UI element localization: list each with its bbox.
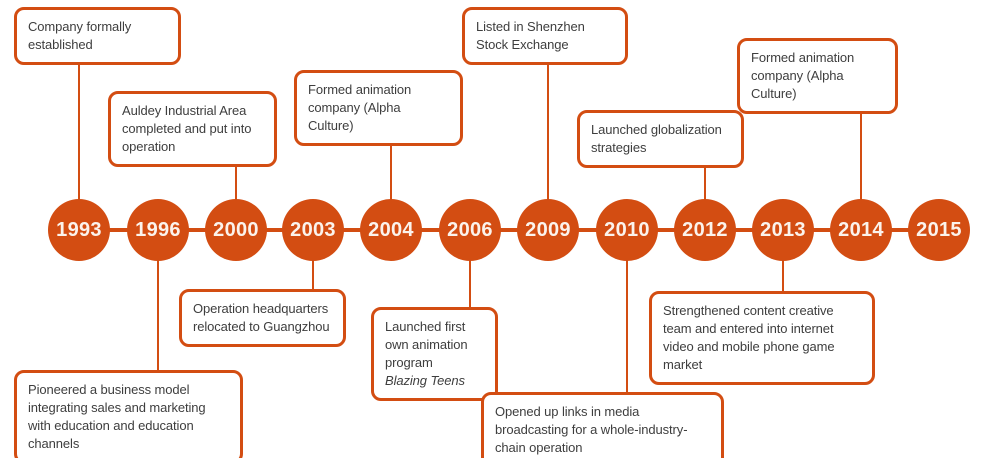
node-2006: 2006 <box>439 199 501 261</box>
timeline-axis-line <box>79 228 939 232</box>
year-label-2013: 2013 <box>760 218 806 241</box>
connector-1993 <box>78 30 80 230</box>
connector-1996 <box>157 230 159 380</box>
year-label-1993: 1993 <box>56 218 102 241</box>
node-1993: 1993 <box>48 199 110 261</box>
year-label-2015: 2015 <box>916 218 962 241</box>
callout-2014: Formed animation company (Alpha Culture) <box>737 38 898 114</box>
connector-2013 <box>782 230 784 301</box>
year-label-2010: 2010 <box>604 218 650 241</box>
year-label-2012: 2012 <box>682 218 728 241</box>
callout-2006-program-title: Blazing Teens <box>385 373 465 388</box>
year-label-2000: 2000 <box>213 218 259 241</box>
node-2013: 2013 <box>752 199 814 261</box>
node-2014: 2014 <box>830 199 892 261</box>
node-2004: 2004 <box>360 199 422 261</box>
callout-1996-text: Pioneered a business model integrating s… <box>28 382 206 451</box>
connector-2003 <box>312 230 314 300</box>
callout-2009-text: Listed in Shenzhen Stock Exchange <box>476 19 585 52</box>
connector-2010 <box>626 230 628 402</box>
node-2010: 2010 <box>596 199 658 261</box>
year-label-1996: 1996 <box>135 218 181 241</box>
callout-2000: Auldey Industrial Area completed and put… <box>108 91 277 167</box>
callout-2009: Listed in Shenzhen Stock Exchange <box>462 7 628 65</box>
year-label-2004: 2004 <box>368 218 414 241</box>
node-2012: 2012 <box>674 199 736 261</box>
connector-2006 <box>469 230 471 317</box>
callout-2012-text: Launched globalization strategies <box>591 122 722 155</box>
callout-2006-text: Launched first own animation program <box>385 319 468 370</box>
connector-2000 <box>235 110 237 230</box>
node-2015: 2015 <box>908 199 970 261</box>
node-2003: 2003 <box>282 199 344 261</box>
callout-1993-text: Company formally established <box>28 19 132 52</box>
year-label-2006: 2006 <box>447 218 493 241</box>
node-2009: 2009 <box>517 199 579 261</box>
callout-2003-text: Operation headquarters relocated to Guan… <box>193 301 330 334</box>
connector-2014 <box>860 60 862 230</box>
year-label-2009: 2009 <box>525 218 571 241</box>
callout-2010: Opened up links in media broadcasting fo… <box>481 392 724 458</box>
year-label-2003: 2003 <box>290 218 336 241</box>
node-1996: 1996 <box>127 199 189 261</box>
node-2000: 2000 <box>205 199 267 261</box>
callout-2014-text: Formed animation company (Alpha Culture) <box>751 50 855 101</box>
callout-2000-text: Auldey Industrial Area completed and put… <box>122 103 252 154</box>
callout-2004-text: Formed animation company (Alpha Culture) <box>308 82 412 133</box>
callout-2006: Launched first own animation program Bla… <box>371 307 498 401</box>
connector-2004 <box>390 90 392 230</box>
connector-2012 <box>704 130 706 230</box>
callout-1996: Pioneered a business model integrating s… <box>14 370 243 458</box>
callout-2003: Operation headquarters relocated to Guan… <box>179 289 346 347</box>
callout-2004: Formed animation company (Alpha Culture) <box>294 70 463 146</box>
callout-2010-text: Opened up links in media broadcasting fo… <box>495 404 688 455</box>
callout-1993: Company formally established <box>14 7 181 65</box>
callout-2012: Launched globalization strategies <box>577 110 744 168</box>
year-label-2014: 2014 <box>838 218 884 241</box>
callout-2013-text: Strengthened content creative team and e… <box>663 303 835 372</box>
connector-2009 <box>547 30 549 230</box>
callout-2013: Strengthened content creative team and e… <box>649 291 875 385</box>
